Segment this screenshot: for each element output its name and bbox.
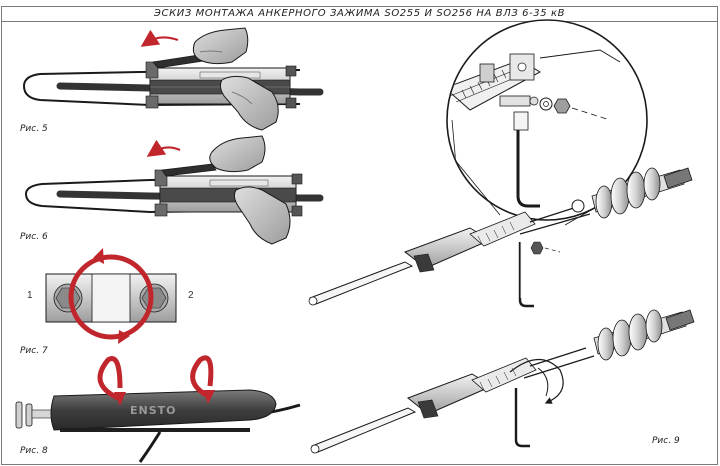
- figure-7-caption: Рис. 7: [20, 346, 48, 356]
- title-bar: ЭСКИЗ МОНТАЖА АНКЕРНОГО ЗАЖИМА SO255 И S…: [1, 6, 718, 22]
- insulator-upper: [591, 167, 693, 219]
- insulator-lower: [593, 309, 695, 361]
- figure-7-label-left: 1: [27, 290, 33, 301]
- figure-5-clamp-tightening: [22, 27, 324, 131]
- figure-8-caption: Рис. 8: [20, 446, 48, 456]
- figure-7-clamp-rotation: [45, 248, 177, 344]
- figure-9-caption: Рис. 9: [652, 436, 680, 446]
- figure-8-tool-fastening: ENSTO: [15, 355, 301, 463]
- figure-9-installation-overview: [308, 19, 695, 454]
- figure-5-caption: Рис. 5: [20, 124, 48, 134]
- assembly-lower: [310, 309, 695, 454]
- figure-6-clamp-tightening: [24, 135, 324, 245]
- figure-7-label-right: 2: [188, 290, 194, 301]
- assembly-upper: [308, 167, 693, 308]
- document-title: ЭСКИЗ МОНТАЖА АНКЕРНОГО ЗАЖИМА SO255 И S…: [153, 8, 566, 19]
- figure-6-caption: Рис. 6: [20, 232, 48, 242]
- brand-label: ENSTO: [130, 404, 177, 417]
- drawing-frame: [1, 6, 718, 465]
